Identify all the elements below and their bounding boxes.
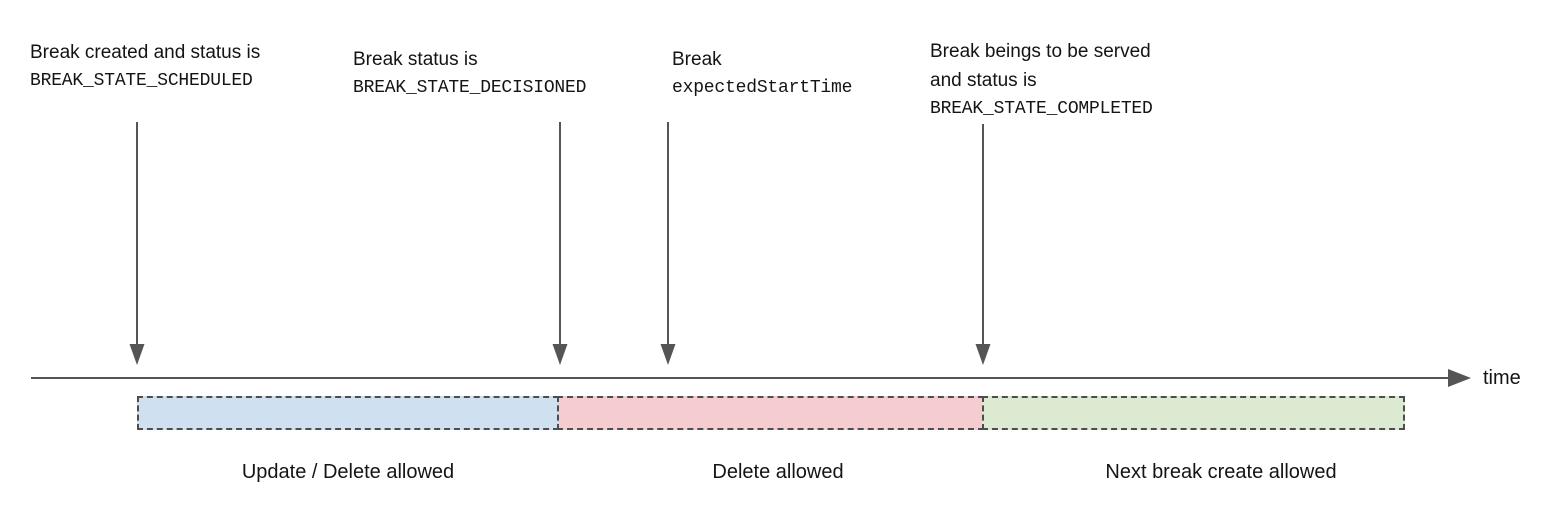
arrow-down-icon	[125, 122, 149, 366]
annotation-line-text-2: and status is	[930, 70, 1037, 91]
arrow-down-icon	[971, 124, 995, 366]
phase-segment-delete-only	[557, 396, 984, 430]
phase-segment-update-delete	[137, 396, 559, 430]
time-axis-label: time	[1483, 367, 1521, 389]
phase-caption-next-create: Next break create allowed	[1105, 461, 1337, 483]
phase-caption-delete-only: Delete allowed	[712, 461, 844, 483]
annotation-line-text: Break	[672, 49, 722, 70]
phase-caption-update-delete: Update / Delete allowed	[241, 461, 455, 483]
arrow-down-icon	[656, 122, 680, 366]
annotation-break-decisioned: Break status is BREAK_STATE_DECISIONED	[353, 45, 586, 103]
annotation-break-scheduled: Break created and status is BREAK_STATE_…	[30, 38, 260, 96]
time-axis	[31, 362, 1479, 394]
phase-segment-next-create	[982, 396, 1405, 430]
annotation-line-state: BREAK_STATE_COMPLETED	[930, 99, 1153, 119]
phase-bar	[137, 396, 1405, 430]
annotation-break-expected-start-time: Break expectedStartTime	[672, 45, 852, 103]
annotation-line-text: Break status is	[353, 49, 478, 70]
arrow-down-icon	[548, 122, 572, 366]
annotation-break-completed: Break beings to be served and status is …	[930, 37, 1153, 124]
annotation-line-text: Break created and status is	[30, 42, 261, 63]
annotation-line-text: Break beings to be served	[930, 41, 1151, 62]
annotation-line-state: BREAK_STATE_SCHEDULED	[30, 71, 253, 91]
annotation-line-state: BREAK_STATE_DECISIONED	[353, 78, 587, 98]
annotation-line-field: expectedStartTime	[672, 78, 853, 98]
